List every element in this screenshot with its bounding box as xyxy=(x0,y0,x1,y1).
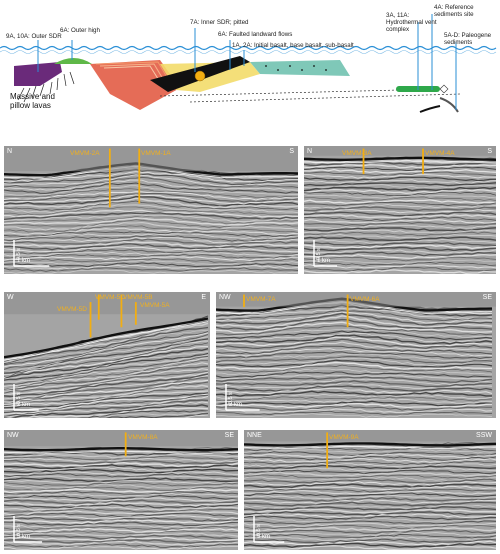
horizontal-scale-label: 1 km xyxy=(17,258,31,264)
pitted-marker xyxy=(194,70,206,82)
direction-label-left: NW xyxy=(7,432,19,439)
well-label: VMVM-9A xyxy=(329,434,359,441)
outer-sdr-body xyxy=(14,62,62,86)
label-faulted: 6A: Faulted landward flows xyxy=(218,31,293,38)
well-label: VMVM-8A xyxy=(128,434,158,441)
direction-label-right: E xyxy=(201,294,206,301)
sea-surface-2 xyxy=(0,50,497,54)
vertical-scale-label: 0.5 s xyxy=(316,248,322,260)
teal-basin xyxy=(250,60,350,76)
seismic-reflectors xyxy=(304,146,496,274)
seismic-reflectors xyxy=(244,430,496,550)
label-paleogene: 5A-D: Paleogene sediments xyxy=(444,32,492,46)
label-reference: 4A: Reference sediments site xyxy=(434,4,474,18)
direction-label-left: W xyxy=(7,294,14,301)
deep-curve xyxy=(419,105,441,113)
label-lavas: Massive and pillow lavas xyxy=(10,92,55,110)
vertical-scale-label: 0.5 s xyxy=(16,392,22,404)
horizontal-scale-label: 1 km xyxy=(317,258,331,264)
vertical-scale-label: 0.5 s xyxy=(228,392,234,404)
vertical-scale-label: 0.5 s xyxy=(16,248,22,260)
sea-surface xyxy=(0,45,497,51)
label-outer-sdr: 9A, 10A: Outer SDR xyxy=(6,33,62,40)
direction-label-left: NNE xyxy=(247,432,262,439)
seismic-reflectors xyxy=(216,292,496,418)
well-label: VMVM-5B xyxy=(123,294,153,301)
direction-label-right: SSW xyxy=(476,432,492,439)
well-label: VMVM-5A xyxy=(140,302,170,309)
well-label: VMVM-1A xyxy=(141,150,171,157)
horizontal-scale-label: 2 km xyxy=(17,402,31,408)
direction-label-left: N xyxy=(307,148,313,155)
direction-label-right: SE xyxy=(482,294,492,301)
well-label: VMVM-6A xyxy=(350,296,380,303)
seismic-reflectors xyxy=(4,430,238,550)
horizontal-scale-label: 2 km xyxy=(229,402,243,408)
horizontal-scale-label: 5 km xyxy=(257,534,271,540)
label-outer-high: 6A: Outer high xyxy=(60,27,100,34)
well-label: VMVM-3A xyxy=(342,150,372,157)
vertical-scale-label: 0.5 s xyxy=(16,524,22,536)
label-inner-sdr: 7A: Inner SDR; pitted xyxy=(190,19,249,26)
well-label: VMVM-4A xyxy=(425,150,455,157)
vent-diamond xyxy=(439,84,449,94)
label-initial-basalt: 1A, 2A: Initial basalt, base basalt, sub… xyxy=(232,42,354,49)
horizontal-scale-label: 5 km xyxy=(17,534,31,540)
schematic-cross-section: 9A, 10A: Outer SDR 6A: Outer high 7A: In… xyxy=(0,0,500,140)
direction-label-right: SE xyxy=(224,432,234,439)
schematic-drawing xyxy=(0,14,497,113)
vertical-scale-label: 0.5 s xyxy=(256,524,262,536)
direction-label-left: NW xyxy=(219,294,231,301)
direction-label-right: S xyxy=(487,148,492,155)
seismic-reflectors xyxy=(4,292,210,418)
inner-sdr-body xyxy=(90,60,180,110)
paleogene-curve xyxy=(439,97,459,113)
direction-label-left: N xyxy=(7,148,13,155)
well-label: VMVM-5C xyxy=(95,294,125,301)
well-label: VMVM-2A xyxy=(70,150,100,157)
seismic-reflectors xyxy=(4,146,298,274)
outer-high-body xyxy=(54,58,92,64)
well-label: VMVM-7A xyxy=(246,296,276,303)
direction-label-right: S xyxy=(289,148,294,155)
label-hydrothermal: 3A, 11A: Hydrothermal vent complex xyxy=(386,12,437,33)
well-label: VMVM-5D xyxy=(57,306,87,313)
